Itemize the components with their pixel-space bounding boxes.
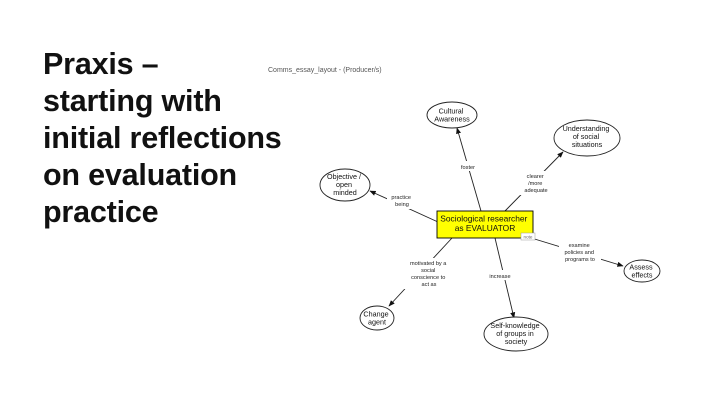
svg-text:examine policies and: examine policies and programs to [564, 243, 595, 263]
concept-node-objective: Objective / open minded [319, 168, 371, 202]
concept-node-cultural-awareness: Cultural Awareness [426, 101, 478, 129]
svg-text:increase: increase [489, 274, 510, 280]
title-line: practice [43, 195, 159, 229]
node-label: Objective / [327, 172, 361, 181]
concept-node-change-agent: Change agent [359, 305, 395, 331]
concept-node-understanding: Understanding of social situations [553, 119, 621, 157]
central-concept-node: Sociological researcher as EVALUATOR not… [436, 210, 536, 241]
node-label: effects [631, 271, 652, 280]
svg-text:Understanding of social: Understanding of social situations [563, 124, 612, 149]
node-label: of groups in [496, 329, 534, 338]
edge-labels: foster clearer /more adequate practice b… [387, 161, 601, 289]
svg-text:motivated by a social: motivated by a social conscience to act … [410, 261, 448, 288]
node-label: Cultural [439, 107, 464, 116]
edge-label-motivated: act as [422, 282, 437, 288]
svg-text:Self-knowledge of groups: Self-knowledge of groups in society [490, 321, 541, 346]
central-concept-label: Sociological researcher [440, 214, 527, 224]
svg-text:Objective / open m: Objective / open minded [327, 172, 363, 197]
node-label: agent [368, 318, 386, 327]
svg-text:clearer /more adeq: clearer /more adequate [524, 174, 547, 194]
title-line: on evaluation [43, 158, 237, 192]
node-label: open [336, 180, 352, 189]
edge-label-practice: practice [391, 195, 411, 201]
edge-label-increase: increase [489, 274, 510, 280]
node-label: Awareness [434, 115, 470, 124]
svg-text:Sociological researcher: Sociological researcher as EVALUATOR [440, 214, 529, 234]
concept-node-assess-effects: Assess effects [623, 259, 661, 283]
node-label: Understanding [563, 124, 610, 133]
node-label: Assess [629, 263, 653, 272]
node-label: situations [572, 140, 603, 149]
edge-label-clearer: adequate [524, 188, 547, 194]
edge-label-motivated: social [421, 268, 435, 274]
central-concept-label: as EVALUATOR [455, 223, 516, 233]
edge-label-foster: foster [461, 165, 475, 171]
edge-label-examine: examine [569, 243, 590, 249]
slide-title: Praxis – starting with initial reflectio… [43, 46, 282, 231]
node-label: Change [363, 310, 388, 319]
node-label: of social [573, 132, 600, 141]
concept-node-self-knowledge: Self-knowledge of groups in society [483, 316, 549, 352]
svg-text:Assess effects: Assess effects [629, 263, 654, 280]
edge-label-practice: being [395, 202, 409, 208]
title-line: starting with [43, 84, 222, 118]
diagram-caption: Comms_essay_layout - (Producer/s) [268, 67, 382, 74]
edge-label-clearer: clearer [527, 174, 544, 180]
svg-text:Cultural Awareness: Cultural Awareness [434, 107, 470, 124]
svg-text:practice being: practice being [391, 195, 412, 208]
node-label: Self-knowledge [490, 321, 539, 330]
title-line: Praxis – [43, 47, 159, 81]
edge-label-motivated: conscience to [411, 275, 445, 281]
edge-label-examine: programs to [565, 257, 595, 263]
svg-text:Change agent: Change agent [363, 310, 390, 327]
node-label: society [505, 337, 528, 346]
node-note-tag: note [524, 235, 533, 240]
svg-text:foster: foster [461, 165, 475, 171]
title-line: initial reflections [43, 121, 282, 155]
edge-label-clearer: /more [528, 181, 542, 187]
edge-label-examine: policies and [564, 250, 594, 256]
edge-label-motivated: motivated by a [410, 261, 447, 267]
node-label: minded [333, 188, 357, 197]
